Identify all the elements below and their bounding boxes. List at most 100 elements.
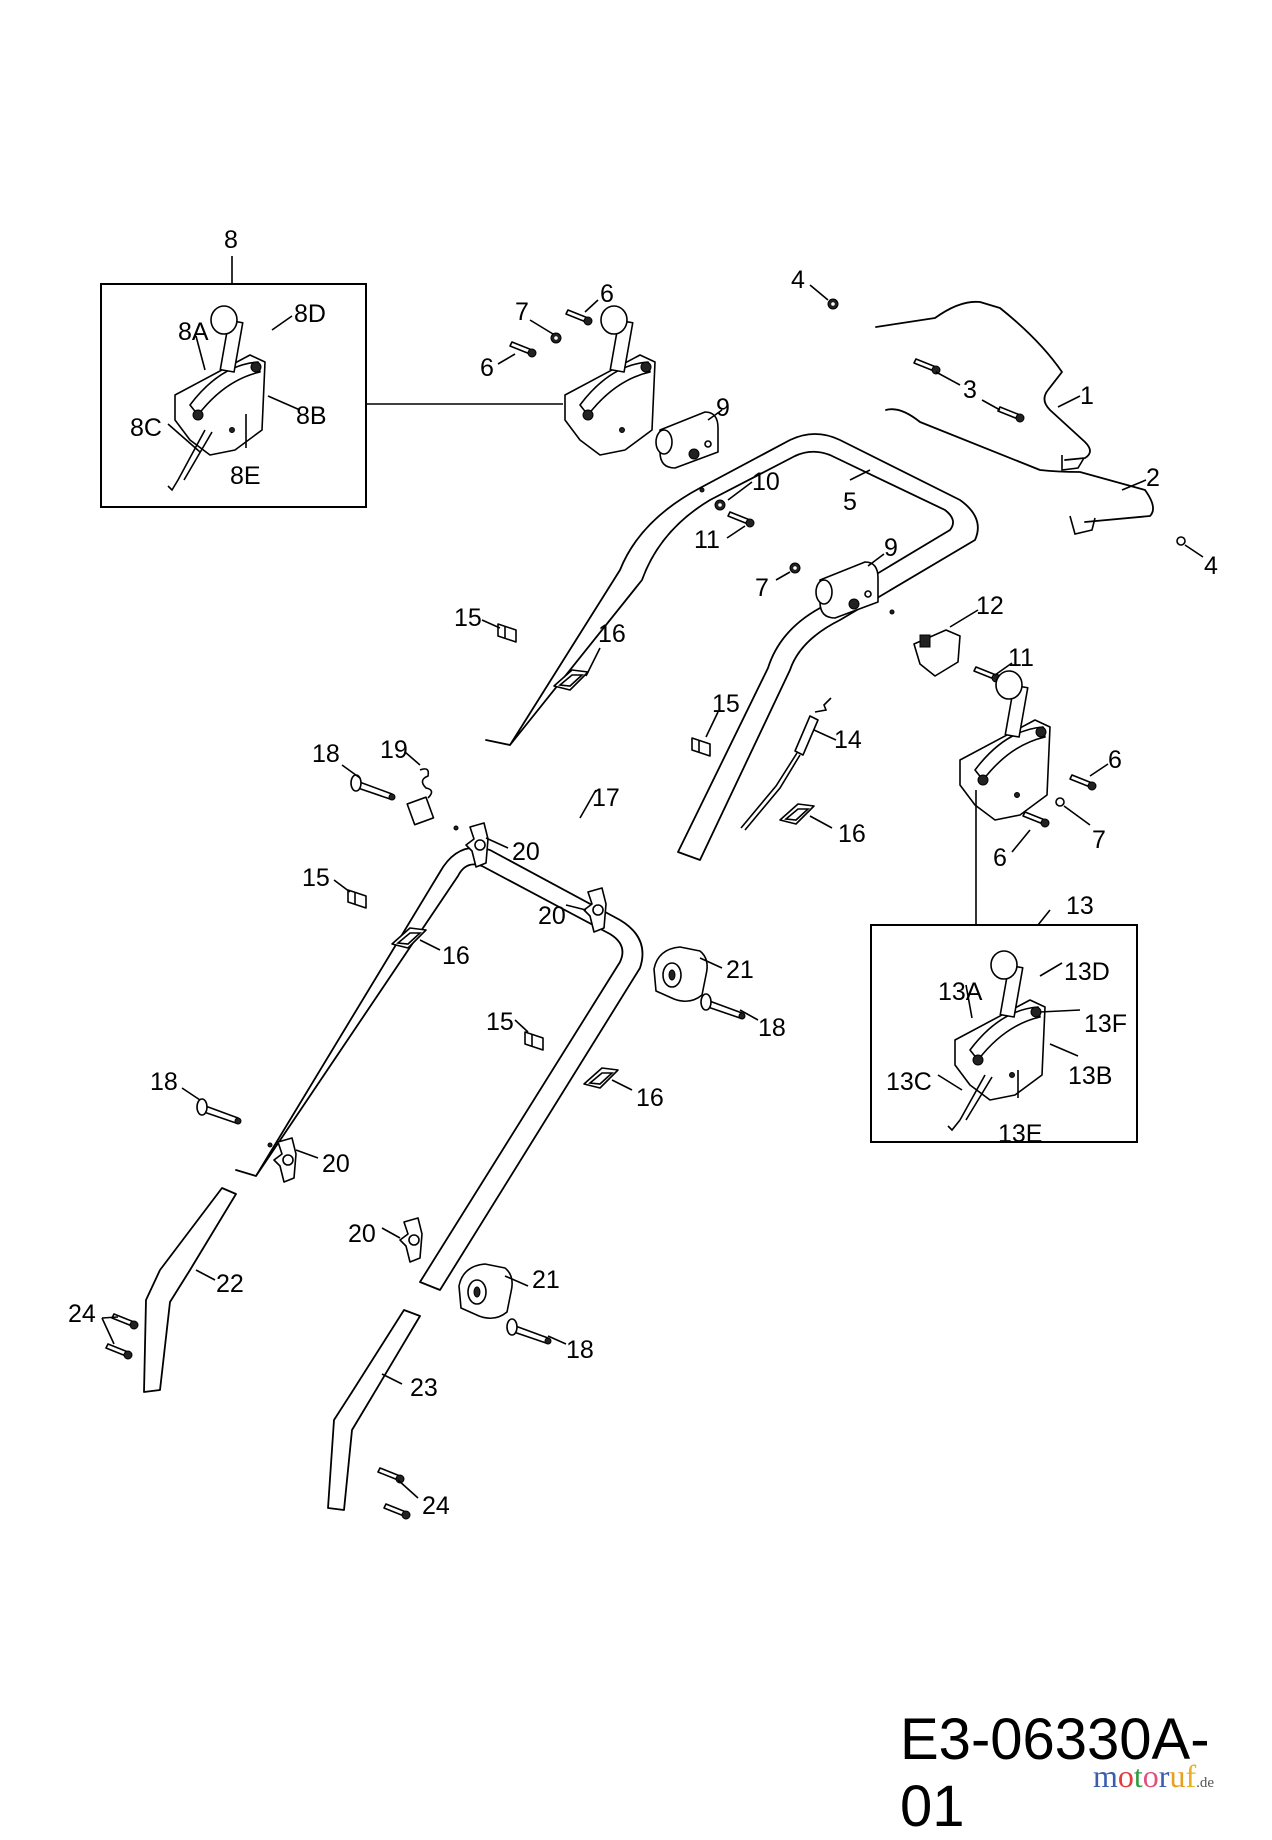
callout-11: 11 [694,526,720,554]
knob-20d [399,1217,423,1263]
cap-15b [524,1031,544,1051]
callout-18: 18 [150,1068,178,1096]
callout-3: 3 [963,376,977,404]
cap-15a [347,889,367,909]
callout-13d: 13D [1064,958,1110,986]
watermark-letter: t [1133,1758,1143,1794]
callout-1: 1 [1080,382,1094,410]
rod-2 [885,408,1154,523]
watermark-letter: f [1185,1758,1197,1794]
callout-4: 4 [791,266,805,294]
pin-18a [350,774,396,801]
callout-24: 24 [422,1492,450,1520]
callout-8c: 8C [130,414,162,442]
upper-handle-5 [485,433,979,861]
watermark-logo: motoruf.de [1093,1758,1214,1795]
callout-8e: 8E [230,462,261,490]
cable-bracket-12 [913,609,979,677]
shift-lever-assembly [564,305,656,456]
nut-10 [714,499,726,511]
knob-21a [653,946,708,1003]
callout-8: 8 [224,226,238,254]
screw-24a [101,1313,139,1360]
shift-lever-13 [959,670,1051,821]
shift-lever-13-detail [954,950,1046,1101]
screw-6c [1069,774,1097,791]
callout-9: 9 [716,394,730,422]
rod-1 [875,300,1091,461]
callout-13: 13 [1066,892,1094,920]
bolt-11a [727,511,755,528]
washer-4a [827,298,839,310]
callout-labels: 8 8A 8D 8B 8C 8E 7 6 6 4 3 1 2 4 9 10 5 … [68,226,1218,1520]
callout-15: 15 [486,1008,514,1036]
cap-15c [497,623,517,643]
callout-18: 18 [566,1336,594,1364]
callout-18: 18 [758,1014,786,1042]
watermark-letters: motoruf [1093,1758,1196,1794]
callout-13e: 13E [998,1120,1042,1148]
knob-20b [583,887,607,933]
pin-18c [196,1098,242,1125]
callout-19: 19 [380,736,408,764]
clip-16a [391,927,427,949]
pin-18b [700,993,746,1020]
callout-8a: 8A [178,318,209,346]
callout-16: 16 [598,620,626,648]
callout-17: 17 [592,784,620,812]
callout-15: 15 [454,604,482,632]
assembly-box-8 [100,256,563,508]
callout-13f: 13F [1084,1010,1127,1038]
callout-9: 9 [884,534,898,562]
callout-18: 18 [312,740,340,768]
callout-16: 16 [636,1084,664,1112]
callout-14: 14 [834,726,862,754]
callout-15: 15 [712,690,740,718]
lower-tube-23 [327,1309,421,1511]
watermark-letter: u [1169,1758,1186,1794]
washer-7c [1055,797,1065,807]
callout-7: 7 [755,574,769,602]
watermark-letter: o [1142,1758,1159,1794]
callout-12: 12 [976,592,1004,620]
parts-diagram: 8 8A 8D 8B 8C 8E 7 6 6 4 3 1 2 4 9 10 5 … [68,226,1218,1520]
drawing-code: E3-06330A-01 [900,1707,1210,1839]
callout-2: 2 [1146,464,1160,492]
callout-6: 6 [600,280,614,308]
watermark-suffix: .de [1196,1775,1215,1791]
callout-11: 11 [1008,644,1034,672]
watermark-letter: r [1158,1758,1170,1794]
callout-21: 21 [532,1266,560,1294]
callout-13b: 13B [1068,1062,1112,1090]
callout-5: 5 [843,488,857,516]
callout-6: 6 [993,844,1007,872]
callout-10: 10 [752,468,780,496]
callout-6: 6 [1108,746,1122,774]
screw-6d [1022,811,1050,828]
callout-21: 21 [726,956,754,984]
callout-16: 16 [442,942,470,970]
callout-7: 7 [515,298,529,326]
callout-8d: 8D [294,300,326,328]
cable-14 [740,697,837,831]
callout-15: 15 [302,864,330,892]
lower-tube-22 [143,1187,237,1393]
callout-20: 20 [538,902,566,930]
callout-24: 24 [68,1300,96,1328]
callout-20: 20 [322,1150,350,1178]
callout-22: 22 [216,1270,244,1298]
watermark-letter: m [1093,1758,1118,1794]
clip-16d [779,803,815,825]
clip-16b [583,1067,619,1089]
callout-13c: 13C [886,1068,932,1096]
callout-16: 16 [838,820,866,848]
lower-handle-17 [235,846,644,1291]
watermark-letter: o [1117,1758,1134,1794]
callout-23: 23 [410,1374,438,1402]
screw-6a [565,309,593,326]
bracket-9b [815,561,879,619]
nut-7b [789,562,801,574]
assembly-box-13 [870,909,1138,1143]
callout-20: 20 [512,838,540,866]
cap-15d [691,737,711,757]
